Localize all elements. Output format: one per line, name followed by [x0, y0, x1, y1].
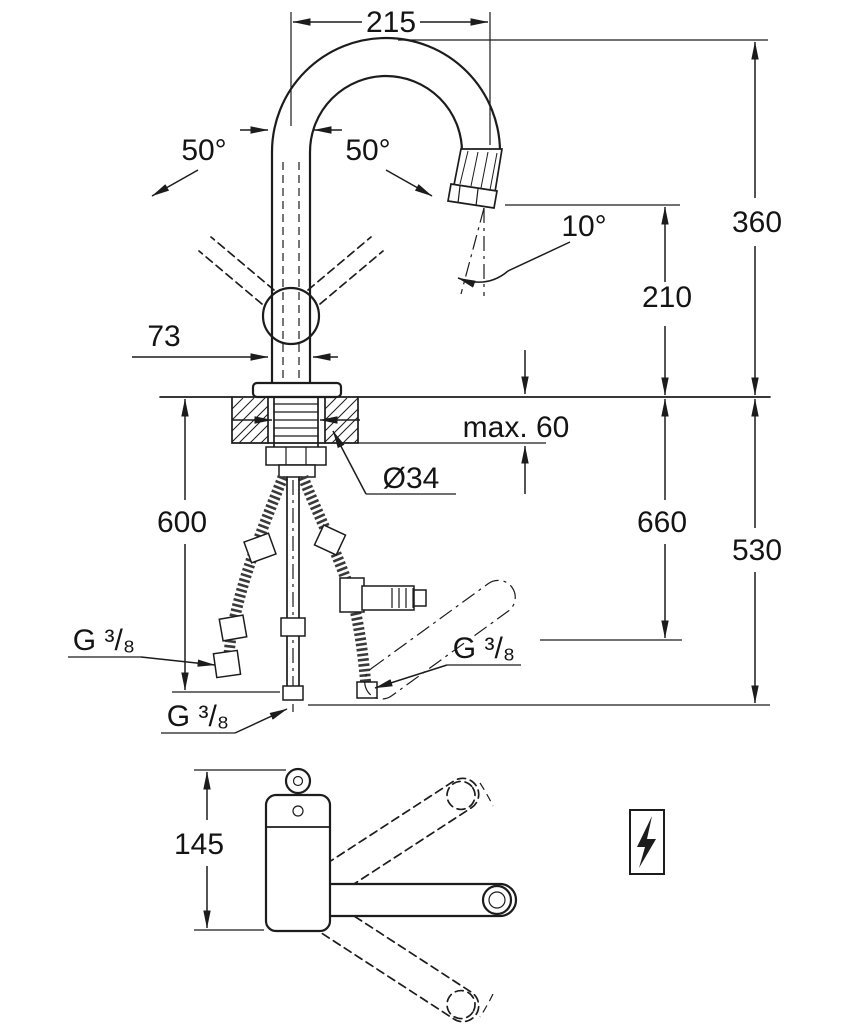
hose-fittings — [212, 523, 378, 699]
g38-left-label: G ³/₈ — [73, 624, 135, 657]
plan-aerator-outer — [481, 884, 513, 916]
dim-660-label: 660 — [637, 506, 687, 539]
mounting-nut — [265, 446, 327, 466]
g38-right-label: G ³/₈ — [453, 632, 515, 665]
lightning-bolt-icon — [637, 816, 656, 868]
dim-530-label: 530 — [732, 534, 782, 567]
dim-total-height: 360 — [398, 39, 782, 396]
dim-spout-reach: 215 — [290, 6, 491, 145]
spout-inner-arc — [308, 74, 464, 154]
dim-d34-label: Ø34 — [383, 462, 440, 495]
spray-head-phantom-outline — [364, 579, 516, 700]
deck-hatch-right — [324, 397, 359, 444]
below-deck-assembly — [212, 396, 516, 712]
dim-max-deck: max. 60 — [463, 350, 570, 494]
plan-spout-tip — [284, 767, 312, 795]
callout-thread-left: G ³/₈ — [68, 624, 216, 667]
dim-215-label: 215 — [366, 6, 416, 39]
g38-center-label: G ³/₈ — [167, 700, 229, 733]
electrical-symbol-box — [629, 809, 665, 875]
dim-210-label: 210 — [642, 281, 692, 314]
dimensions: 215 50° 50° 10° 360 210 — [68, 6, 782, 734]
dim-max60-label: max. 60 — [463, 411, 570, 444]
dim-hole-diameter: Ø34 — [232, 416, 456, 495]
dim-base-offset: 73 — [132, 320, 338, 361]
plan-faucet-body — [264, 793, 332, 933]
supply-hose-left — [223, 474, 289, 656]
swivel-ball-joint — [261, 286, 321, 346]
dim-clearance-530: 530 — [308, 398, 782, 706]
dim-73-label: 73 — [147, 320, 180, 353]
dim-plan-depth: 145 — [174, 769, 286, 931]
dim-hose-660: 660 — [540, 398, 687, 641]
branch-connector — [339, 577, 427, 613]
dim-hose-600: 600 — [157, 398, 280, 693]
supply-hose-right — [297, 474, 372, 687]
swivel-range-phantom — [198, 236, 384, 305]
dim-145-label: 145 — [174, 828, 224, 861]
escutcheon-base — [251, 381, 343, 399]
callout-thread-right: G ³/₈ — [374, 632, 521, 689]
spout-outer-arc — [270, 36, 502, 154]
dim-50-left-label: 50° — [181, 134, 226, 167]
dim-600-label: 600 — [157, 506, 207, 539]
faucet-side-view — [198, 36, 503, 399]
callout-thread-center: G ³/₈ — [161, 700, 288, 734]
dim-outlet-height: 210 — [505, 204, 692, 396]
dim-10-label: 10° — [561, 210, 606, 243]
dim-50-right-label: 50° — [345, 134, 390, 167]
dim-stream-angle: 10° — [457, 210, 607, 288]
dim-360-label: 360 — [732, 206, 782, 239]
dim-swivel-angles: 50° 50° — [151, 126, 433, 197]
faucet-plan-view: 145 — [174, 767, 518, 1023]
shank-thread — [274, 403, 318, 437]
plan-aerator-inner — [488, 891, 506, 909]
deck-hatch-left — [231, 397, 269, 444]
spout-aerator — [447, 148, 503, 209]
